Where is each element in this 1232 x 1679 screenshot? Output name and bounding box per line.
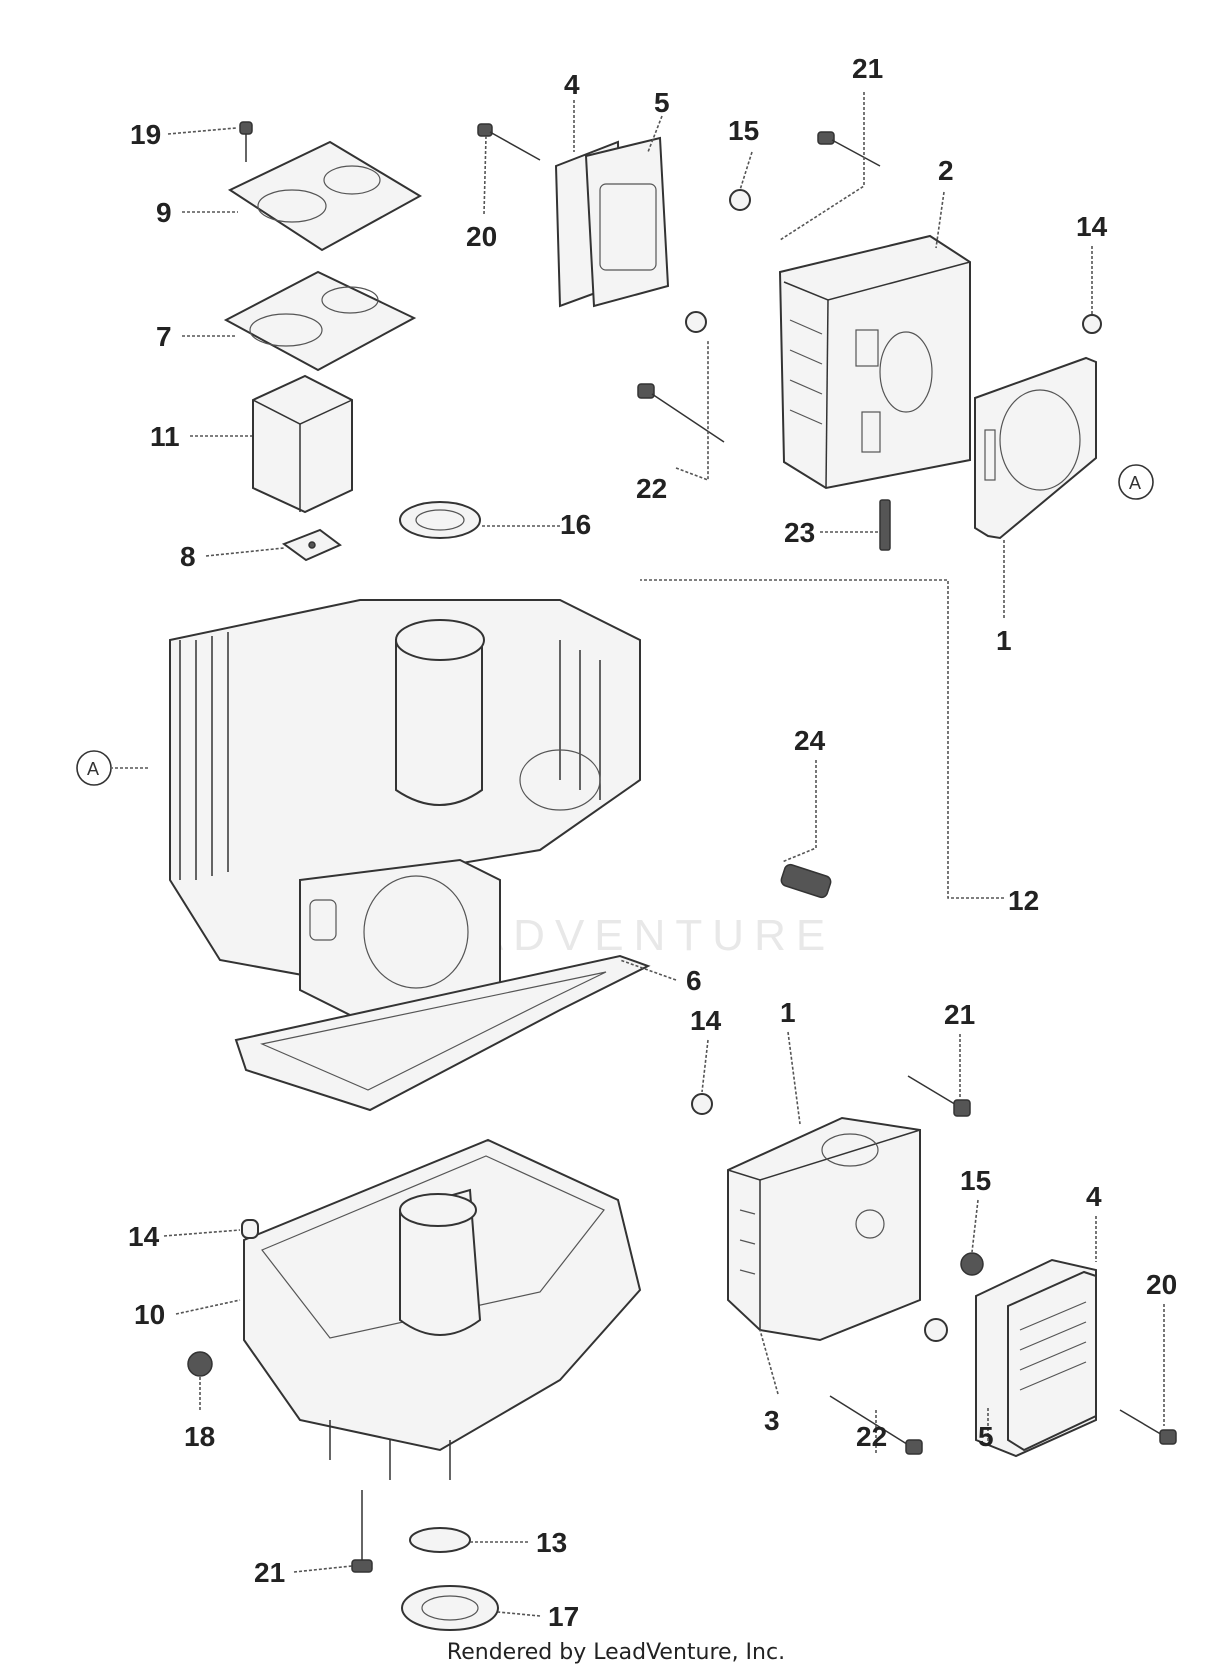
callout-4-top: 4	[564, 69, 580, 100]
seal-16	[399, 501, 481, 539]
callout-21-lower: 21	[254, 1557, 285, 1588]
bolt-20-lower	[1119, 1409, 1177, 1445]
callout-21-right: 21	[944, 999, 975, 1030]
callout-labels: 19 9 7 11 8 16 4 5 20 15 21 2 14 22 23 1…	[128, 53, 1177, 1632]
callout-13: 13	[536, 1527, 567, 1558]
callout-22-top: 22	[636, 473, 667, 504]
callout-16: 16	[560, 509, 591, 540]
dowel-top-left	[685, 311, 707, 333]
seal-17	[401, 1585, 499, 1631]
callout-22-lower: 22	[856, 1421, 887, 1452]
callout-2: 2	[938, 155, 954, 186]
svg-text:A: A	[87, 759, 99, 779]
callout-23: 23	[784, 517, 815, 548]
callout-15-top: 15	[728, 115, 759, 146]
callout-3: 3	[764, 1405, 780, 1436]
reed-valve-8	[281, 528, 342, 562]
dowel-15-top	[729, 189, 751, 211]
callout-12: 12	[1008, 885, 1039, 916]
callout-15-lower: 15	[960, 1165, 991, 1196]
ref-mark-a-gasket: A	[1118, 464, 1154, 500]
dowel-14-lower-left	[241, 1219, 259, 1239]
bolt-21-lower	[351, 1490, 373, 1573]
head-gasket-1-top	[974, 356, 1097, 540]
base-gasket-6	[234, 954, 651, 1112]
bolt-21-right	[907, 1075, 971, 1117]
leader-lines	[112, 92, 1165, 1617]
crankcase-block-12	[169, 599, 641, 1022]
dowel-14-lower-right	[691, 1093, 713, 1115]
callout-8: 8	[180, 541, 196, 572]
callout-4-lower: 4	[1086, 1181, 1102, 1212]
callout-11: 11	[150, 421, 180, 452]
filter-element-11	[252, 374, 353, 514]
plug-18	[187, 1351, 213, 1377]
dowel-lower-mid	[924, 1318, 948, 1342]
callout-17: 17	[548, 1601, 579, 1632]
stud-23	[879, 499, 891, 551]
callout-5-top: 5	[654, 87, 670, 118]
bolt-21-top	[817, 131, 881, 167]
callout-20-top: 20	[466, 221, 497, 252]
bolt-22-top	[637, 383, 725, 443]
dowel-14-top	[1082, 314, 1102, 334]
breather-cover-9	[227, 140, 423, 252]
o-ring-13	[409, 1527, 471, 1553]
svg-text:A: A	[1129, 473, 1141, 493]
callout-14-mid: 14	[690, 1005, 722, 1036]
bolt-22-lower	[829, 1395, 923, 1455]
callout-5-lower: 5	[978, 1421, 994, 1452]
callout-6: 6	[686, 965, 702, 996]
fitting-24	[780, 863, 832, 899]
callout-19: 19	[130, 119, 161, 150]
screw-19	[239, 121, 253, 162]
callout-1-lower: 1	[780, 997, 796, 1028]
cylinder-head-2	[778, 234, 971, 490]
oil-pan-10	[243, 1138, 642, 1480]
ref-mark-a-block: A	[76, 750, 112, 786]
cylinder-head-3	[727, 1116, 921, 1342]
callout-20-lower: 20	[1146, 1269, 1177, 1300]
callout-18: 18	[184, 1421, 215, 1452]
breather-gasket-7	[223, 270, 417, 372]
footer-credit: Rendered by LeadVenture, Inc.	[446, 1640, 786, 1665]
rocker-cover-4-lower	[975, 1258, 1097, 1458]
callout-1-top: 1	[996, 625, 1012, 656]
dowel-15-lower	[960, 1252, 984, 1276]
callout-24: 24	[794, 725, 826, 756]
callout-14-top: 14	[1076, 211, 1108, 242]
bolt-20-top	[477, 123, 541, 161]
callout-10: 10	[134, 1299, 165, 1330]
callout-21-top: 21	[852, 53, 883, 84]
rocker-cover-4-top	[554, 136, 670, 308]
callout-7: 7	[156, 321, 172, 352]
callout-9: 9	[156, 197, 172, 228]
callout-14-lower-left: 14	[128, 1221, 160, 1252]
